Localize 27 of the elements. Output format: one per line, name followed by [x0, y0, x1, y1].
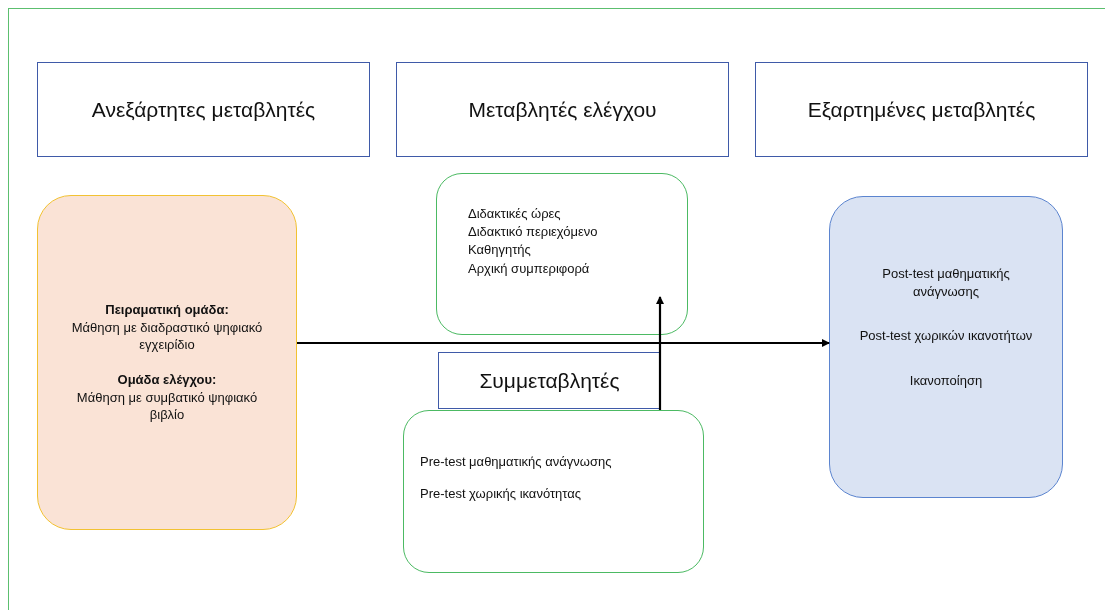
header-box: [438, 352, 661, 409]
header-box: [37, 62, 370, 157]
variable-text: Ικανοποίηση: [909, 371, 983, 390]
variable-text: Εξαρτημένες μεταβλητές: [807, 97, 1036, 122]
variable-text: Διδακτικές ώρες: [468, 205, 561, 223]
arrow: [297, 339, 830, 347]
variable-text: Ανεξάρτητες μεταβλητές: [91, 97, 316, 122]
header-box: [755, 62, 1088, 157]
variable-text: Μεταβλητές ελέγχου: [468, 97, 657, 122]
variable-text: Μάθηση με συμβατικό ψηφιακό βιβλίο: [75, 388, 259, 424]
variable-text: Καθηγητής: [468, 241, 531, 260]
variable-text: Μάθηση με διαδραστικό ψηφιακό εγχειρίδιο: [70, 318, 264, 354]
variables-box: [436, 173, 688, 335]
variable-text: Διδακτικό περιεχόμενο: [468, 223, 598, 242]
group-heading: Πειραματική ομάδα:: [105, 301, 229, 319]
variables-box: [403, 410, 704, 573]
variable-text: Αρχική συμπεριφορά: [468, 259, 590, 278]
variables-box: [829, 196, 1063, 498]
variable-text: Συμμεταβλητές: [479, 368, 620, 393]
arrow: [656, 296, 664, 410]
variable-text: Pre-test μαθηματικής ανάγνωσης: [420, 454, 612, 469]
header-box: [396, 62, 729, 157]
variable-text: Pre-test χωρικής ικανότητας: [420, 486, 582, 501]
group-heading: Ομάδα ελέγχου:: [117, 371, 217, 389]
variable-text: Post-test μαθηματικής ανάγνωσης: [881, 265, 1011, 302]
variables-box: [37, 195, 297, 530]
variable-text: Post-test χωρικών ικανοτήτων: [859, 327, 1033, 346]
